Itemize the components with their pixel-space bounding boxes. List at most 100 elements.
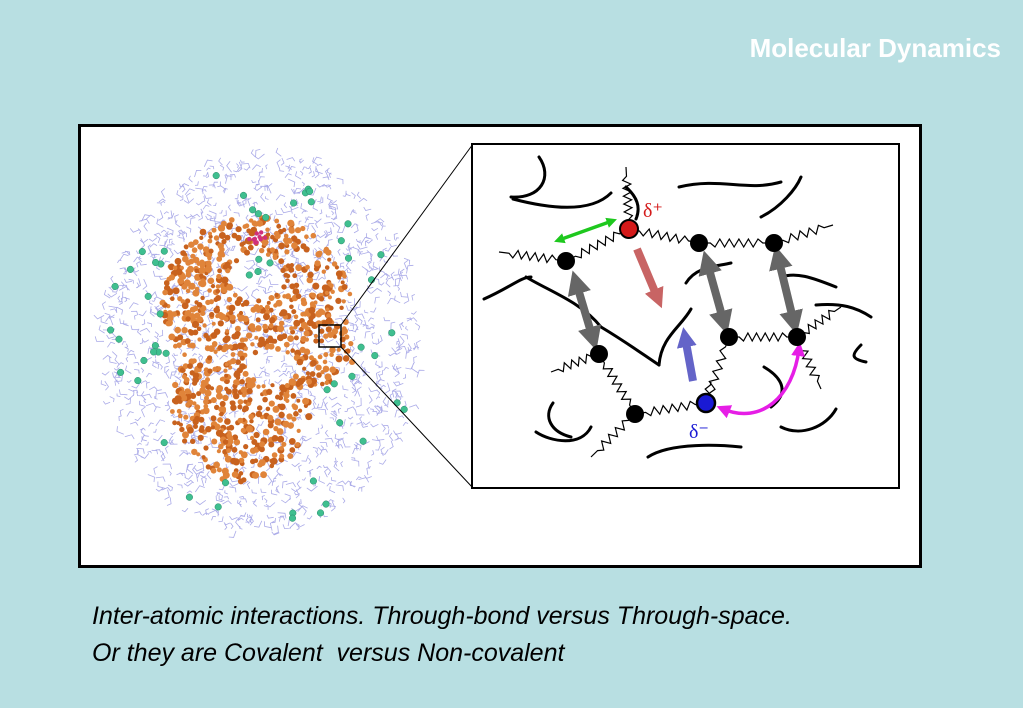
spring-bond <box>773 224 834 244</box>
ion-sphere <box>323 386 331 394</box>
protein-bead <box>262 396 268 403</box>
protein-bead <box>207 368 213 374</box>
protein-bead <box>218 232 226 239</box>
protein-bead <box>325 249 332 256</box>
protein-bead <box>196 302 203 308</box>
protein-bead <box>290 393 297 399</box>
protein-bead <box>321 269 326 274</box>
protein-bead <box>216 385 224 392</box>
protein-bead <box>305 371 310 376</box>
protein-bead <box>285 263 291 269</box>
protein-bead <box>201 455 206 460</box>
protein-bead <box>339 305 344 310</box>
protein-bead <box>207 355 213 361</box>
protein-bead <box>323 333 329 339</box>
ion-sphere <box>160 247 168 255</box>
protein-bead <box>180 394 188 402</box>
protein-bead <box>234 299 242 306</box>
protein-bead <box>302 397 310 405</box>
protein-bead <box>231 446 238 453</box>
protein-bead <box>303 330 310 337</box>
protein-bead <box>216 273 222 280</box>
protein-bead <box>329 366 336 373</box>
protein-bead <box>226 296 233 303</box>
protein-bead <box>274 418 282 426</box>
protein-bead <box>217 268 223 274</box>
protein-bead <box>310 377 318 385</box>
protein-bead <box>230 404 237 411</box>
protein-bead <box>324 380 330 385</box>
protein-bead <box>266 300 271 305</box>
through-space-arrows <box>567 245 803 351</box>
protein-bead <box>216 366 222 371</box>
protein-bead <box>198 317 203 322</box>
protein-bead <box>185 269 190 274</box>
protein-bead <box>174 395 182 403</box>
protein-bead <box>249 218 254 223</box>
ion-sphere <box>150 348 158 356</box>
protein-bead <box>200 278 206 284</box>
protein-bead <box>200 310 206 316</box>
protein-bead <box>250 226 258 234</box>
protein-bead <box>255 325 262 332</box>
protein-bead <box>189 370 195 376</box>
protein-bead <box>180 250 187 256</box>
protein-bead <box>261 239 269 247</box>
protein-bead <box>257 405 263 411</box>
protein-bead <box>233 371 241 379</box>
protein-bead <box>295 293 302 300</box>
protein-bead <box>222 264 228 270</box>
protein-bead <box>211 321 216 326</box>
ion-sphere <box>322 500 330 508</box>
protein-bead <box>317 354 323 360</box>
protein-bead <box>215 284 221 289</box>
protein-bead <box>263 313 270 321</box>
protein-bead <box>278 411 285 417</box>
protein-bead <box>182 438 188 444</box>
ion-sphere <box>111 282 119 290</box>
protein-bead <box>304 234 309 239</box>
protein-bead <box>222 471 230 479</box>
protein-bead <box>253 431 260 439</box>
protein-bead <box>305 264 310 270</box>
protein-bead <box>207 238 213 244</box>
protein-bead <box>289 304 294 310</box>
ion-sphere <box>337 237 345 245</box>
protein-bead <box>189 342 196 349</box>
protein-bead <box>293 314 299 320</box>
protein-bead <box>197 362 204 369</box>
protein-bead <box>289 447 296 453</box>
protein-bead <box>261 384 266 389</box>
protein-bead <box>306 312 311 317</box>
protein-bead <box>340 280 345 285</box>
protein-bead <box>281 333 288 340</box>
protein-bead <box>234 325 241 332</box>
protein-bead <box>268 307 274 313</box>
protein-bead <box>327 295 332 300</box>
protein-bead <box>230 352 236 357</box>
protein-bead <box>313 338 319 344</box>
ion-sphere <box>245 271 253 279</box>
protein-bead <box>278 242 285 250</box>
protein-bead <box>170 296 175 301</box>
protein-bead <box>194 404 201 411</box>
protein-bead <box>235 359 241 365</box>
ion-sphere <box>309 477 317 485</box>
protein-bead <box>288 227 295 234</box>
ion-sphere <box>126 265 134 273</box>
ion-sphere <box>185 493 193 501</box>
protein-bead <box>168 274 175 281</box>
protein-bead <box>322 359 328 365</box>
protein-bead <box>192 239 199 245</box>
protein-bead <box>190 392 197 399</box>
protein-bead <box>233 258 240 264</box>
protein-bead <box>281 227 287 233</box>
protein-bead <box>320 381 325 387</box>
protein-bead <box>242 370 249 377</box>
protein-bead <box>298 408 303 413</box>
protein-bead <box>315 364 322 371</box>
ligand-bead <box>254 231 259 236</box>
protein-bead <box>268 323 274 329</box>
ion-sphere <box>115 335 123 343</box>
protein-bead <box>234 330 241 338</box>
